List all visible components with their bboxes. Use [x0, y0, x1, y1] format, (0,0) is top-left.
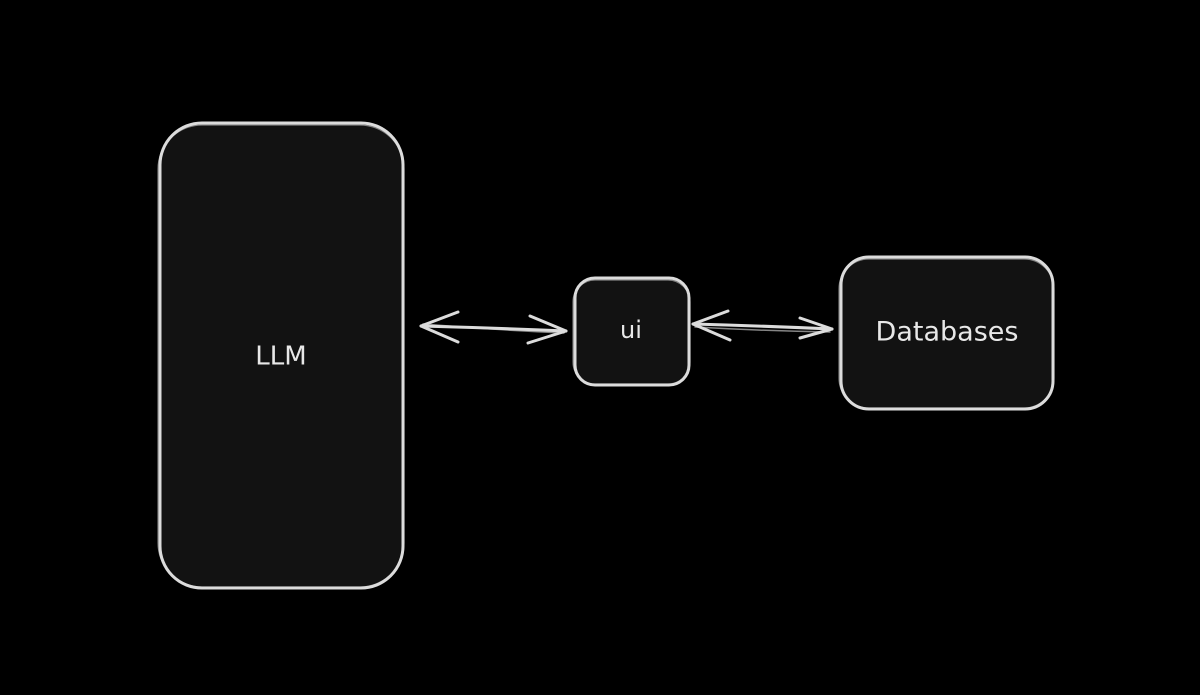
node-databases-sketch-stroke — [838, 258, 1055, 409]
node-databases-box — [839, 255, 1055, 411]
node-ui-label: ui — [620, 316, 642, 344]
node-llm-sketch-stroke — [157, 124, 405, 588]
edge-llm-ui-line — [419, 324, 568, 333]
node-databases-label: Databases — [876, 317, 1019, 348]
edge-llm-ui[interactable] — [419, 310, 568, 345]
node-llm[interactable]: LLM — [157, 121, 405, 590]
node-llm-box — [158, 121, 405, 590]
edge-ui-databases[interactable] — [691, 309, 834, 342]
edge-ui-databases-arrowhead-left — [691, 309, 732, 342]
edge-llm-ui-line-sketch — [422, 323, 565, 334]
node-ui[interactable]: ui — [572, 276, 691, 387]
edge-llm-ui-arrowhead-right — [526, 314, 568, 345]
edge-ui-databases-arrowhead-right — [798, 316, 834, 340]
edge-ui-databases-line — [691, 322, 834, 331]
node-llm-label: LLM — [255, 342, 306, 372]
node-databases[interactable]: Databases — [838, 255, 1055, 411]
edge-ui-databases-line-sketch — [694, 326, 831, 333]
node-ui-sketch-stroke — [572, 279, 691, 385]
edge-llm-ui-arrowhead-left — [419, 310, 460, 344]
node-ui-box — [573, 276, 691, 387]
